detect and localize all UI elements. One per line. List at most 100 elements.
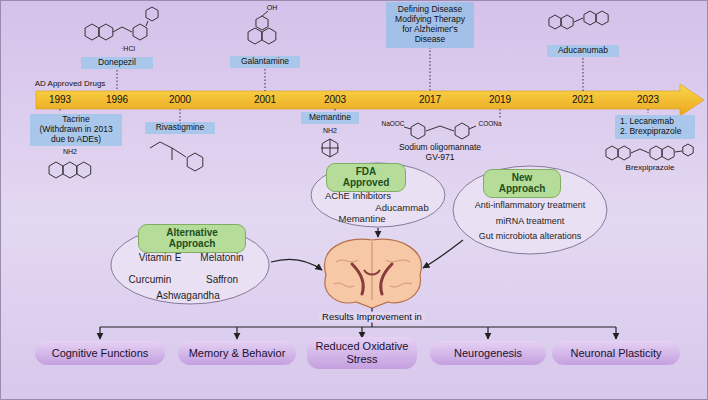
year-label: 2000 bbox=[169, 94, 191, 106]
ring-bond bbox=[99, 24, 113, 40]
approach-item: Anti-inflammatory treatment bbox=[475, 200, 586, 210]
drug-name: Sodium oligomannate GV-971 bbox=[392, 143, 488, 163]
result-box: Reduced Oxidative Stress bbox=[307, 337, 417, 368]
atom-label: ·HCl bbox=[121, 45, 135, 53]
drug-name: Tacrine bbox=[62, 115, 89, 125]
chain-bond bbox=[404, 127, 411, 129]
approach-oval: Anti-inflammatory treatment miRNA treatme… bbox=[452, 165, 608, 255]
result-text: Cognitive Functions bbox=[52, 347, 149, 360]
drug-name: Memantine bbox=[309, 113, 351, 123]
result-box: Neuronal Plasticity bbox=[552, 341, 680, 365]
structure-name: Brexpiprazole bbox=[626, 163, 675, 172]
ring-bond bbox=[455, 123, 469, 139]
atom-label: NH2 bbox=[323, 127, 337, 135]
result-text: Reduced Oxidative Stress bbox=[313, 340, 411, 365]
result-text: Memory & Behavior bbox=[189, 347, 286, 360]
atom-label: NH2 bbox=[63, 148, 77, 156]
chain-bond bbox=[426, 126, 454, 131]
approach-item: Curcumin bbox=[129, 274, 172, 286]
chain-bond bbox=[631, 149, 649, 153]
ring-bond bbox=[596, 11, 608, 25]
ring-bond bbox=[187, 153, 203, 171]
result-box: Memory & Behavior bbox=[178, 341, 296, 365]
approach-oval: AChE InhibitorsAducammabMemantineFDA App… bbox=[310, 162, 446, 228]
result-text: Neuronal Plasticity bbox=[570, 347, 661, 360]
approach-title: Alternative Approach bbox=[144, 227, 240, 250]
approach-item: Melatonin bbox=[200, 252, 243, 264]
chain-bond bbox=[330, 139, 331, 157]
drug-name: 2. Brexpiprazole bbox=[620, 127, 681, 137]
ring-bond bbox=[549, 15, 561, 29]
chain-bond bbox=[574, 18, 583, 22]
drug-name: Galantamine bbox=[241, 57, 289, 67]
chain-bond bbox=[113, 27, 132, 32]
drug-box: Rivastigmine bbox=[145, 122, 215, 134]
drug-name: Aducanumab bbox=[558, 46, 608, 56]
ring-bond bbox=[411, 123, 425, 139]
approach-item: Ashwagandha bbox=[156, 290, 219, 302]
ring-bond bbox=[85, 24, 99, 40]
chain-bond bbox=[469, 126, 476, 129]
drug-box: Galantamine bbox=[230, 56, 300, 68]
oval-shape bbox=[453, 166, 607, 254]
ring-bond bbox=[256, 16, 268, 30]
brain-illustration bbox=[325, 239, 422, 308]
year-label: 1996 bbox=[106, 94, 128, 106]
result-text: Neurogenesis bbox=[454, 347, 522, 360]
oval-shape bbox=[311, 163, 445, 227]
milestone-box: Defining Disease Modifying Therapy for A… bbox=[386, 2, 474, 47]
ring-bond bbox=[662, 146, 674, 160]
drug-box: Memantine bbox=[301, 112, 359, 124]
ring-bond bbox=[262, 28, 276, 44]
drug-name: Rivastigmine bbox=[156, 123, 205, 133]
drug-box: Tacrine(Withdrawn in 2013 due to ADEs) bbox=[30, 114, 122, 145]
approach-item: miRNA treatment bbox=[496, 216, 565, 226]
results-heading: Results Improvement in bbox=[319, 312, 425, 323]
ring-bond bbox=[248, 28, 262, 44]
approach-pill: Alternative Approach bbox=[138, 224, 246, 253]
chain-bond bbox=[150, 142, 186, 157]
approach-oval: Vitamin E MelatoninCurcumin SaffronAshwaga… bbox=[110, 225, 270, 305]
drug-box: Donepezil bbox=[81, 57, 153, 69]
ring-bond bbox=[618, 146, 630, 160]
result-box: Neurogenesis bbox=[430, 341, 546, 365]
chain-bond bbox=[172, 148, 173, 160]
atom-label: NaOOC bbox=[381, 120, 404, 127]
chain-bond bbox=[675, 151, 682, 152]
ring-bond bbox=[77, 162, 91, 178]
approach-pill: FDA Approved bbox=[326, 163, 406, 192]
ring-bond bbox=[584, 11, 596, 25]
drug-name: Donepezil bbox=[98, 58, 136, 68]
ring-bond bbox=[561, 15, 573, 29]
ring-bond bbox=[650, 146, 662, 160]
approach-item: Saffron bbox=[206, 274, 238, 286]
result-box: Cognitive Functions bbox=[35, 341, 165, 365]
approach-title: New Approach bbox=[489, 172, 555, 195]
year-label: 2003 bbox=[324, 94, 346, 106]
ring-bond bbox=[683, 144, 693, 156]
approach-item: Vitamin E bbox=[139, 252, 182, 264]
ring-bond bbox=[49, 162, 63, 178]
timeline-title: AD Approved Drugs bbox=[35, 79, 106, 88]
approach-item: Memantine bbox=[339, 214, 386, 225]
timeline-ticks bbox=[60, 47, 648, 121]
chemical-structures bbox=[49, 7, 693, 178]
year-label: 2017 bbox=[419, 94, 441, 106]
milestone-text: Defining Disease Modifying Therapy for A… bbox=[390, 5, 470, 44]
year-label: 2021 bbox=[572, 94, 594, 106]
approach-pill: New Approach bbox=[483, 169, 561, 198]
atom-label: COONa bbox=[478, 120, 501, 127]
ring-bond bbox=[63, 162, 77, 178]
year-label: 1993 bbox=[49, 94, 71, 106]
year-label: 2023 bbox=[637, 94, 659, 106]
ring-bond bbox=[133, 24, 147, 40]
chain-bond bbox=[146, 21, 148, 26]
timeline-arrow bbox=[36, 84, 704, 116]
approach-item: Gut microbiota alterations bbox=[479, 231, 582, 241]
drug-name: (Withdrawn in 2013 due to ADEs) bbox=[33, 125, 119, 145]
drug-box: Aducanumab bbox=[547, 45, 619, 57]
drug-name: 1. Lecanemab bbox=[620, 117, 674, 127]
